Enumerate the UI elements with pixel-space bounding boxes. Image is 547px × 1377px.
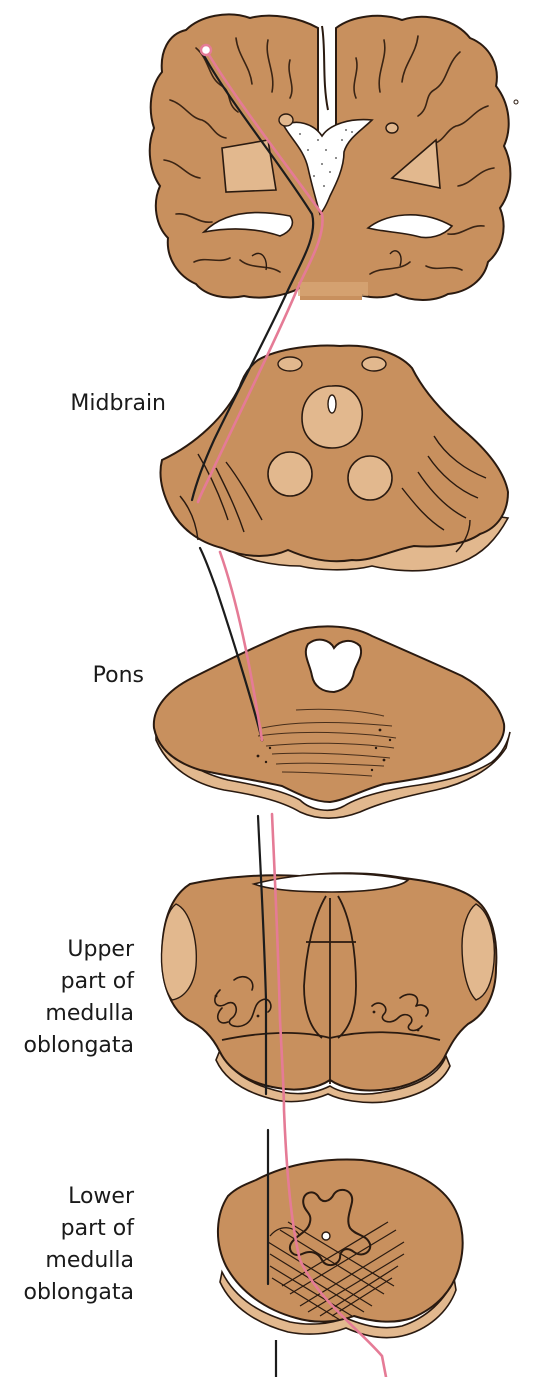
upper-medulla-section xyxy=(161,873,496,1102)
midbrain-outline xyxy=(160,346,508,562)
label-midbrain: Midbrain xyxy=(20,388,166,420)
neuron-cell-body xyxy=(201,45,211,55)
right-red-nucleus xyxy=(348,456,392,500)
left-red-nucleus xyxy=(268,452,312,496)
pons-section xyxy=(154,626,510,818)
left-lentiform-nucleus xyxy=(222,140,276,192)
label-upper-medulla: Upper part of medulla oblongata xyxy=(0,934,134,1062)
lower-medulla-section xyxy=(218,1160,463,1338)
midbrain-section xyxy=(160,346,508,571)
label-lower-medulla: Lower part of medulla oblongata xyxy=(0,1181,134,1309)
label-pons: Pons xyxy=(20,660,144,692)
